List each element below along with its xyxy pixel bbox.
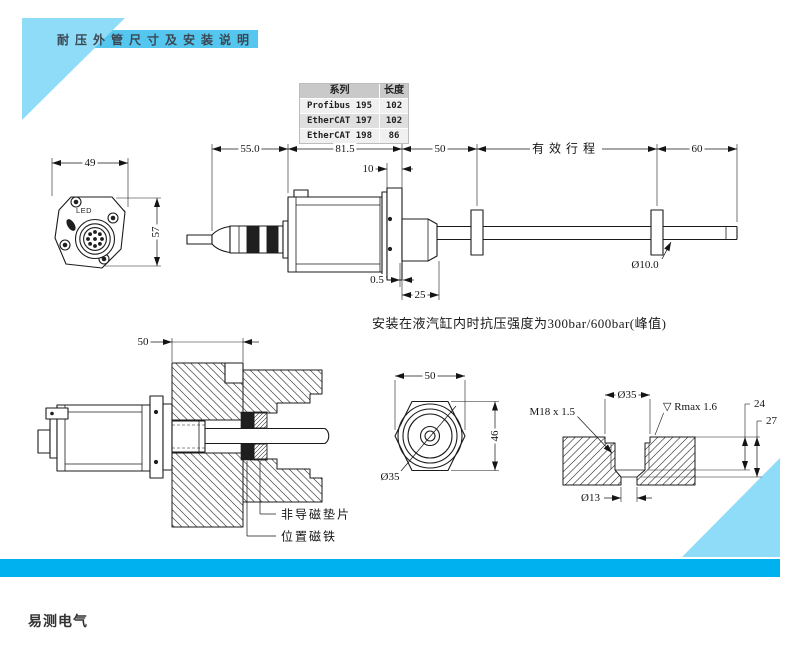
spacer-lower [253, 443, 268, 461]
magnet-label: 位置磁铁 [281, 529, 338, 544]
hex-nut-face-drawing [394, 373, 499, 472]
dim-hex-dia-35: Ø35 [378, 470, 402, 484]
dim-gap-0-5: 0.5 [368, 273, 386, 287]
dim-through-dia-13: Ø13 [579, 491, 602, 505]
connector-pins [86, 230, 104, 248]
dim-bore-dia-35: Ø35 [615, 388, 639, 402]
side-view-drawing [186, 144, 738, 300]
dim-surface-rmax: ▽ Rmax 1.6 [661, 400, 719, 414]
position-magnet-upper [240, 411, 255, 429]
pressure-note: 安装在液汽缸内时抗压强度为300bar/600bar(峰值) [372, 316, 667, 331]
table-cell-length: 102 [385, 101, 403, 111]
dim-effective-stroke: 有效行程 [529, 141, 603, 156]
brand-logo: 易测电气 [28, 613, 88, 629]
end-view-drawing [51, 158, 161, 269]
series-length-table: 系列 长度 Profibus 195 102 EtherCAT 197 102 … [299, 83, 409, 144]
dim-thread-25: 25 [412, 288, 428, 302]
page-title: 耐压外管尺寸及安装说明 [56, 32, 255, 47]
table-row: EtherCAT 198 86 [300, 129, 408, 143]
dim-body-81-5: 81.5 [333, 142, 357, 156]
table-row: Profibus 195 102 [300, 99, 408, 114]
led-label: LED [76, 206, 93, 215]
dim-flange-10: 10 [360, 162, 376, 176]
spacer-label: 非导磁垫片 [281, 507, 352, 522]
table-header-length: 长度 [384, 85, 404, 96]
dim-install-depth-50: 50 [135, 335, 151, 349]
dim-hole-depth-27: 27 [764, 414, 779, 428]
table-header-series: 系列 [300, 84, 380, 98]
table-cell-length: 102 [385, 116, 403, 126]
table-cell-series: EtherCAT 198 [300, 129, 380, 143]
dim-tail-60: 60 [689, 142, 705, 156]
thread-hole-section-drawing [562, 392, 762, 502]
table-cell-series: Profibus 195 [300, 99, 380, 113]
dim-rod-dia: Ø10.0 [629, 258, 661, 272]
dim-hex-height-46: 46 [488, 428, 502, 444]
dim-connector-55: 55.0 [238, 142, 262, 156]
dim-deadzone-50: 50 [432, 142, 448, 156]
dim-thread-m18: M18 x 1.5 [527, 405, 577, 419]
dim-thread-depth-24: 24 [752, 397, 767, 411]
dim-hex-width-50: 50 [422, 369, 438, 383]
dim-height-57: 57 [149, 224, 163, 240]
table-cell-series: EtherCAT 197 [300, 114, 380, 128]
table-header-row: 系列 长度 [300, 84, 408, 99]
dim-width-49: 49 [82, 156, 98, 170]
install-section-drawing [37, 338, 330, 537]
table-cell-length: 86 [388, 131, 400, 141]
decor-bottom-bar [0, 559, 780, 577]
spacer-upper [253, 411, 268, 429]
position-magnet-lower [240, 443, 255, 461]
table-row: EtherCAT 197 102 [300, 114, 408, 129]
